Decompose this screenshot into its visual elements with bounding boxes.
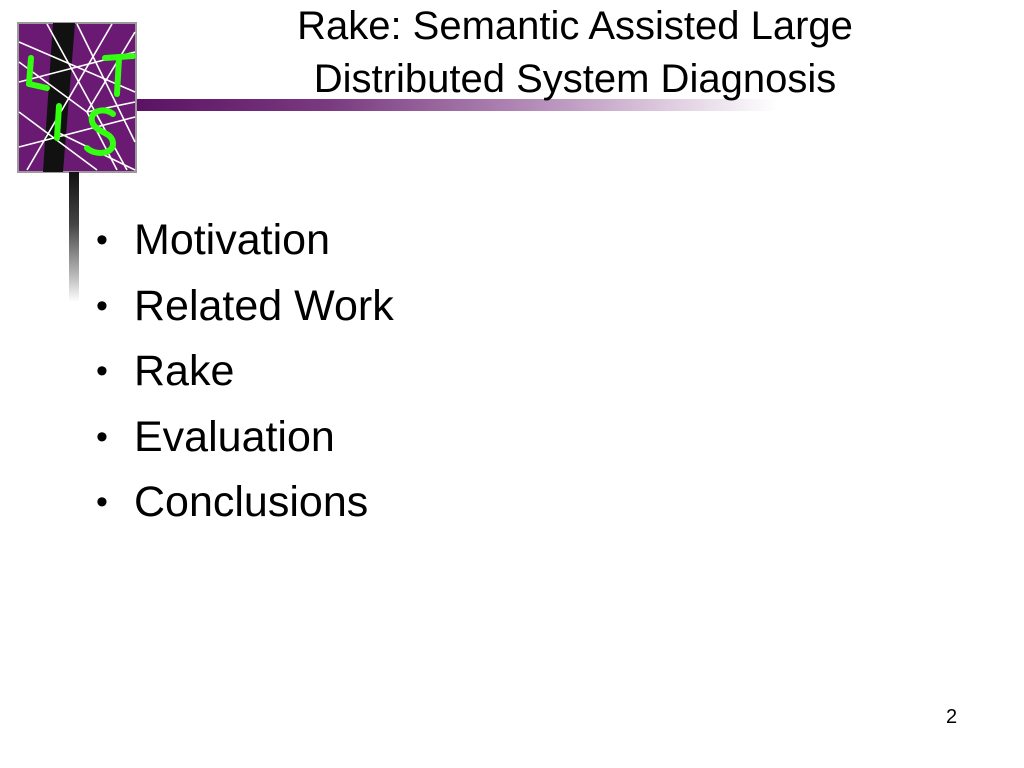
bullet-item: • Conclusions <box>96 470 394 536</box>
bullet-item: • Evaluation <box>96 405 394 471</box>
bullet-item: • Rake <box>96 339 394 405</box>
bullet-text: Conclusions <box>134 478 369 526</box>
bullet-text: Rake <box>134 347 235 395</box>
side-accent-bar <box>69 172 79 302</box>
title-accent-bar <box>137 99 777 111</box>
bullet-text: Evaluation <box>134 412 335 461</box>
bullet-glyph: • <box>96 286 108 325</box>
bullet-glyph: • <box>96 483 108 521</box>
slide-title: Rake: Semantic Assisted Large Distribute… <box>200 0 950 106</box>
bullet-glyph: • <box>96 221 108 259</box>
bullet-glyph: • <box>96 352 108 390</box>
page-number: 2 <box>946 706 958 728</box>
bullet-item: • Motivation <box>96 208 394 274</box>
slide-title-line-1: Rake: Semantic Assisted Large <box>297 4 853 48</box>
bullet-text: Motivation <box>134 216 330 264</box>
lits-logo-icon <box>17 22 137 173</box>
bullet-text: Related Work <box>134 281 394 330</box>
slide-title-line-2: Distributed System Diagnosis <box>313 57 837 101</box>
bullet-item: • Related Work <box>96 274 394 340</box>
bullet-glyph: • <box>96 417 108 456</box>
bullet-list: • Motivation • Related Work • Rake • Evaluat… <box>96 208 394 536</box>
